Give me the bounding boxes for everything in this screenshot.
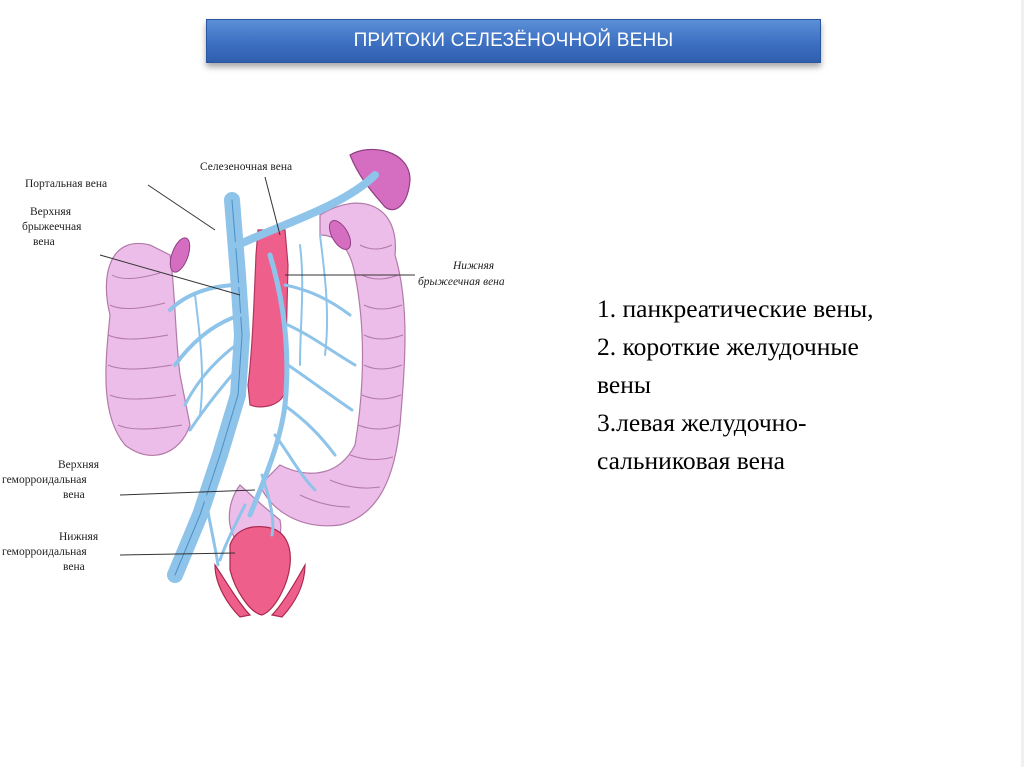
label-inferior-hemorrhoidal-1: Нижняя	[59, 531, 99, 543]
label-superior-mesenteric-2: брыжеечная	[22, 221, 82, 233]
label-inferior-mesenteric-2: брыжеечная вена	[418, 276, 505, 288]
label-superior-mesenteric-1: Верхняя	[30, 206, 72, 218]
label-portal-vein: Портальная вена	[25, 178, 108, 190]
colon-cut-left	[169, 237, 191, 273]
list-item-2b: вены	[597, 370, 651, 399]
label-superior-mesenteric-3: вена	[33, 236, 55, 248]
rectum	[214, 525, 306, 618]
label-superior-hemorrhoidal-1: Верхняя	[58, 459, 100, 471]
list-item-3a: 3.левая желудочно-	[597, 408, 807, 437]
slide-title: ПРИТОКИ СЕЛЕЗЁНОЧНОЙ ВЕНЫ	[353, 30, 674, 51]
list-item-2a: 2. короткие желудочные	[597, 332, 859, 361]
tributaries-list: 1. панкреатические вены, 2. короткие жел…	[597, 290, 997, 480]
title-bar: ПРИТОКИ СЕЛЕЗЁНОЧНОЙ ВЕНЫ	[206, 19, 821, 63]
spleen	[349, 148, 411, 211]
list-item-3b: сальниковая вена	[597, 446, 785, 475]
portal-system-illustration	[99, 148, 415, 618]
veins	[167, 171, 379, 583]
label-inferior-hemorrhoidal-3: вена	[63, 561, 85, 573]
anatomy-diagram: Селезеночная вена Портальная вена Верхня…	[0, 135, 560, 635]
label-inferior-mesenteric-1: Нижняя	[453, 260, 495, 272]
list-item-1: 1. панкреатические вены,	[597, 294, 874, 323]
colon-cut-right	[328, 220, 352, 250]
label-inferior-hemorrhoidal-2: геморроидальная	[2, 546, 87, 558]
slide-edge	[1021, 0, 1024, 767]
label-superior-hemorrhoidal-2: геморроидальная	[2, 474, 87, 486]
label-lines	[99, 176, 415, 556]
colon-haustra	[107, 244, 404, 508]
label-superior-hemorrhoidal-3: вена	[63, 489, 85, 501]
label-splenic-vein: Селезеночная вена	[200, 161, 293, 173]
